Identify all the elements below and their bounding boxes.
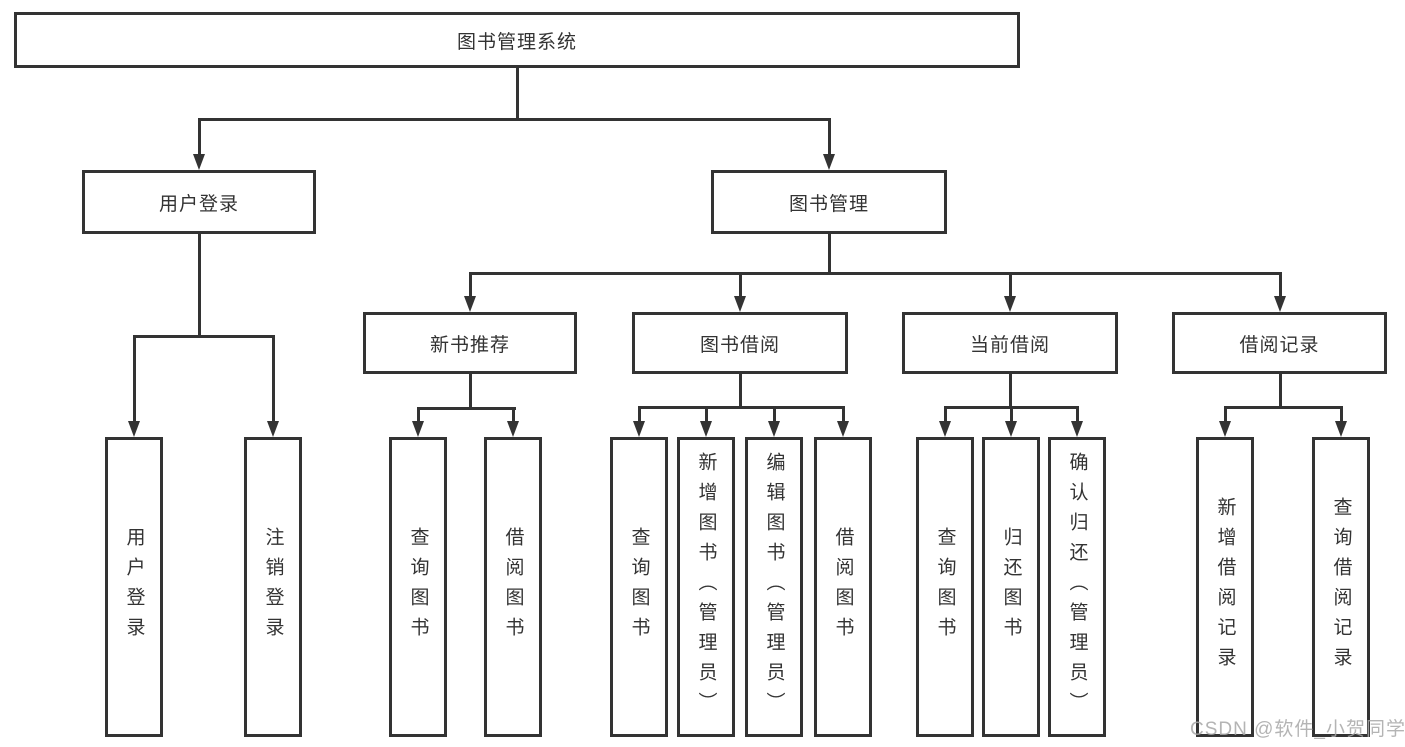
leaf-add-book-admin: 新增图书（管理员） — [677, 437, 735, 737]
leaf-query-book-3: 查询图书 — [916, 437, 974, 737]
connector-line — [468, 271, 1282, 275]
connector-arrowhead — [192, 154, 205, 170]
connector-line — [1008, 273, 1012, 298]
connector-line — [772, 407, 776, 423]
connector-line — [637, 405, 845, 409]
connector-arrowhead — [1070, 421, 1083, 437]
connector-line — [1075, 407, 1079, 423]
connector-line — [197, 117, 831, 121]
connector-line — [1223, 407, 1227, 423]
leaf-query-book-2: 查询图书 — [610, 437, 668, 737]
connector-line — [416, 406, 516, 410]
connector-line — [132, 336, 136, 423]
connector-arrowhead — [1334, 421, 1347, 437]
connector-line — [1223, 405, 1343, 409]
node-root: 图书管理系统 — [14, 12, 1020, 68]
connector-line — [841, 407, 845, 423]
node-new-book-recommend: 新书推荐 — [363, 312, 577, 374]
connector-arrowhead — [822, 154, 835, 170]
connector-line — [1339, 407, 1343, 423]
watermark: CSDN @软件_小贺同学 — [1190, 719, 1405, 740]
connector-line — [197, 119, 201, 156]
connector-arrowhead — [1218, 421, 1231, 437]
leaf-edit-book-admin: 编辑图书（管理员） — [745, 437, 803, 737]
connector-line — [468, 273, 472, 298]
node-current-borrow: 当前借阅 — [902, 312, 1118, 374]
leaf-query-book-1: 查询图书 — [389, 437, 447, 737]
leaf-query-borrow-record: 查询借阅记录 — [1312, 437, 1370, 737]
connector-line — [738, 374, 742, 407]
connector-line — [1278, 374, 1282, 407]
leaf-add-borrow-record: 新增借阅记录 — [1196, 437, 1254, 737]
connector-arrowhead — [699, 421, 712, 437]
connector-arrowhead — [411, 421, 424, 437]
connector-line — [738, 273, 742, 298]
leaf-user-login: 用户登录 — [105, 437, 163, 737]
connector-arrowhead — [463, 296, 476, 312]
connector-line — [1278, 273, 1282, 298]
node-book-management: 图书管理 — [711, 170, 947, 234]
connector-line — [416, 408, 420, 423]
connector-line — [827, 119, 831, 156]
connector-line — [827, 234, 831, 273]
connector-line — [1008, 374, 1012, 407]
node-book-borrow: 图书借阅 — [632, 312, 848, 374]
leaf-logout: 注销登录 — [244, 437, 302, 737]
leaf-confirm-return-admin: 确认归还（管理员） — [1048, 437, 1106, 737]
connector-line — [1009, 407, 1013, 423]
leaf-return-book: 归还图书 — [982, 437, 1040, 737]
connector-arrowhead — [733, 296, 746, 312]
connector-line — [511, 408, 515, 423]
connector-line — [132, 334, 275, 338]
connector-arrowhead — [767, 421, 780, 437]
node-user-login: 用户登录 — [82, 170, 316, 234]
connector-arrowhead — [1004, 421, 1017, 437]
connector-arrowhead — [1273, 296, 1286, 312]
connector-arrowhead — [1003, 296, 1016, 312]
connector-line — [468, 374, 472, 408]
connector-arrowhead — [938, 421, 951, 437]
leaf-borrow-book-2: 借阅图书 — [814, 437, 872, 737]
connector-line — [197, 234, 201, 336]
leaf-borrow-book-1: 借阅图书 — [484, 437, 542, 737]
connector-arrowhead — [632, 421, 645, 437]
connector-line — [515, 68, 519, 119]
node-borrow-record: 借阅记录 — [1172, 312, 1387, 374]
connector-line — [271, 336, 275, 423]
connector-arrowhead — [506, 421, 519, 437]
connector-line — [704, 407, 708, 423]
connector-arrowhead — [266, 421, 279, 437]
connector-line — [637, 407, 641, 423]
connector-arrowhead — [836, 421, 849, 437]
connector-line — [943, 407, 947, 423]
connector-arrowhead — [127, 421, 140, 437]
